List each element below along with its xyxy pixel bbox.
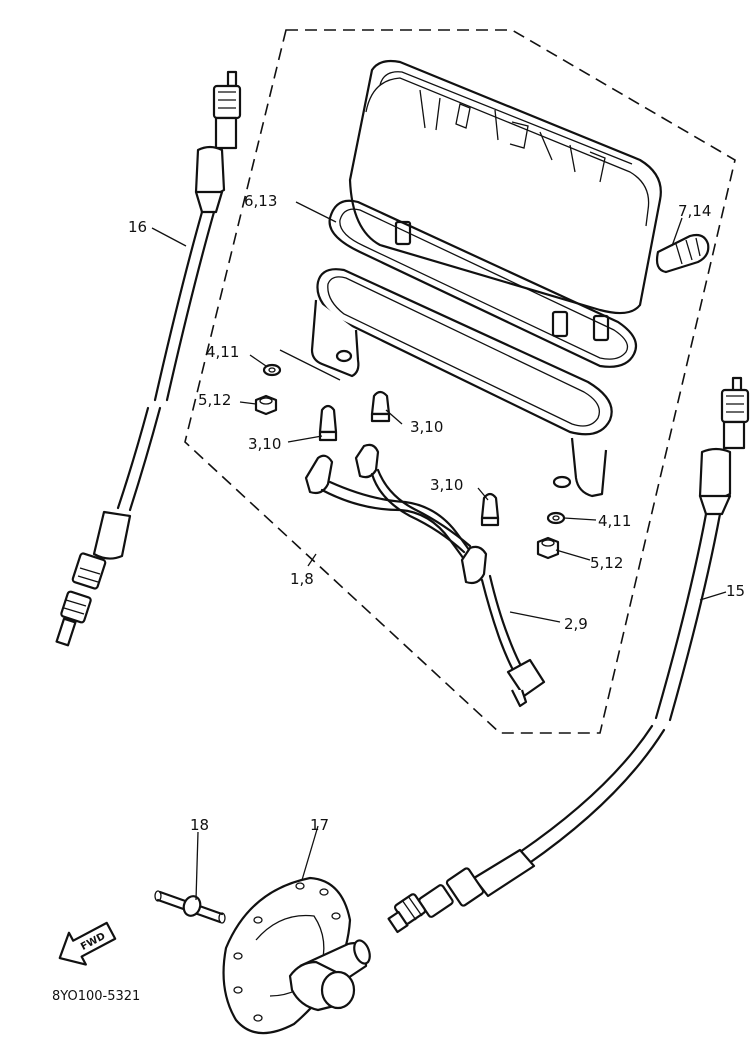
bulb-c <box>480 492 500 527</box>
assembly-boundary <box>184 29 736 734</box>
diagram-code: 8YO100-5321 <box>52 989 140 1004</box>
label-4-11-left: 4,11 <box>206 343 239 361</box>
meter-housing <box>348 59 710 342</box>
meter-bracket <box>310 268 613 498</box>
label-3-10-a: 3,10 <box>248 435 281 453</box>
bulb-a <box>318 404 338 442</box>
gasket <box>328 199 638 368</box>
washer-left <box>262 363 282 377</box>
leader-washer-bracket <box>279 349 341 381</box>
label-6-13: 6,13 <box>244 192 277 210</box>
forward-arrow-icon: FWD <box>58 921 117 966</box>
label-3-10-c: 3,10 <box>430 476 463 494</box>
meter-cable-15 <box>387 376 750 934</box>
pin-18 <box>154 890 226 924</box>
label-17: 17 <box>310 816 329 834</box>
label-4-11-right: 4,11 <box>598 512 631 530</box>
gear-unit-17 <box>222 876 371 1035</box>
label-5-12-left: 5,12 <box>198 391 231 409</box>
label-15: 15 <box>726 582 745 600</box>
meter-cable-16 <box>55 70 242 647</box>
washer-right <box>546 511 566 525</box>
leader-lines <box>151 201 727 901</box>
label-5-12-right: 5,12 <box>590 554 623 572</box>
bulb-b <box>370 390 391 423</box>
label-2-9: 2,9 <box>564 615 588 633</box>
label-18: 18 <box>190 816 209 834</box>
label-3-10-b: 3,10 <box>410 418 443 436</box>
nut-left <box>254 394 278 416</box>
wire-harness <box>304 443 546 708</box>
label-16: 16 <box>128 218 147 236</box>
nut-right <box>536 536 560 560</box>
label-7-14: 7,14 <box>678 202 711 220</box>
label-1-8: 1,8 <box>290 570 314 588</box>
